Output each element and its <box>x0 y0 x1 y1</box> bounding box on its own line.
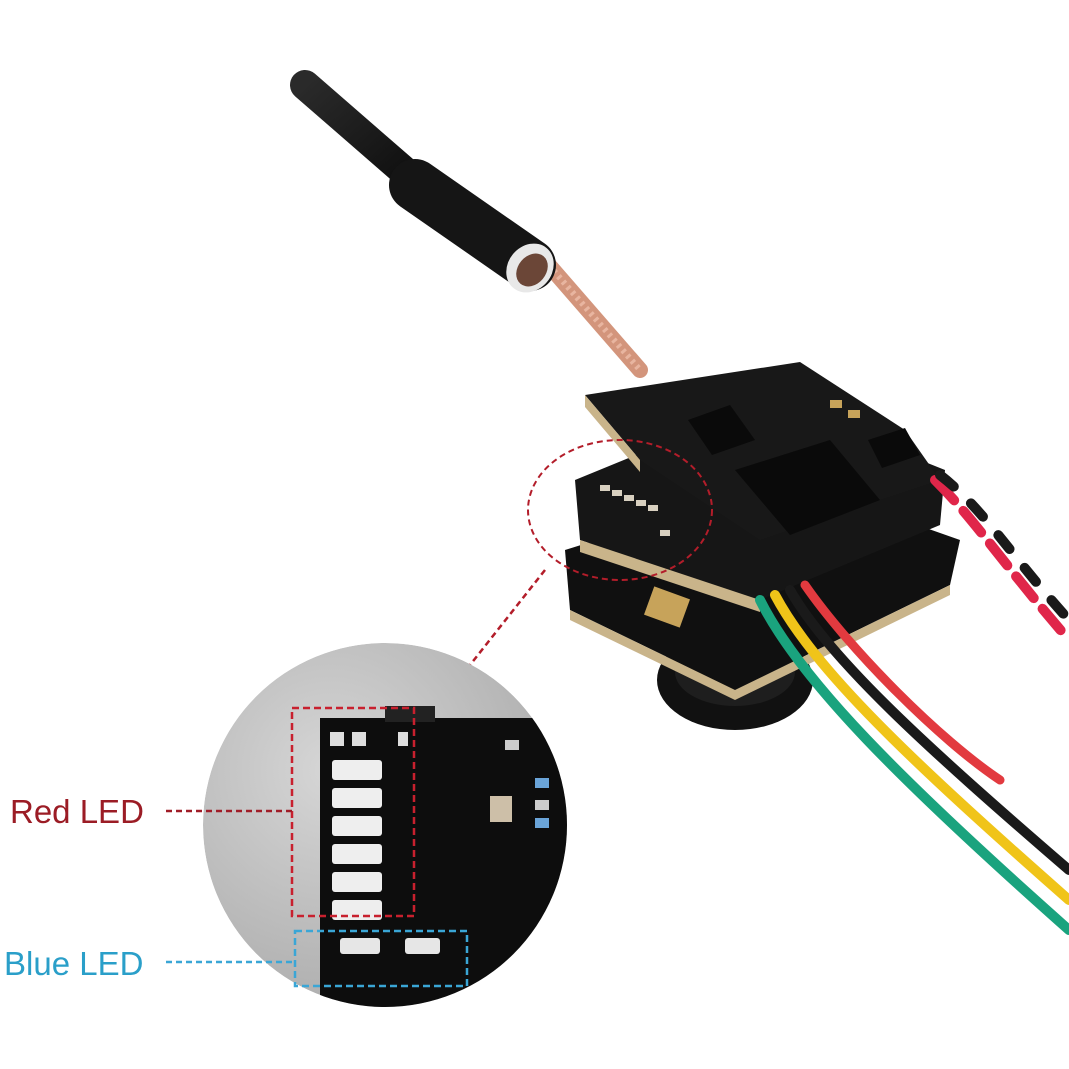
pcb-stack <box>565 362 960 700</box>
callout-connector <box>469 569 546 666</box>
highlight-circle <box>527 439 713 581</box>
blue-led-label: Blue LED <box>4 945 144 982</box>
wire-harness <box>755 470 1069 935</box>
led-closeup-inset <box>203 643 567 1007</box>
blue-led-box <box>293 929 469 988</box>
antenna <box>290 70 648 378</box>
red-led-label: Red LED <box>10 793 144 830</box>
blue-led-array <box>340 938 440 954</box>
